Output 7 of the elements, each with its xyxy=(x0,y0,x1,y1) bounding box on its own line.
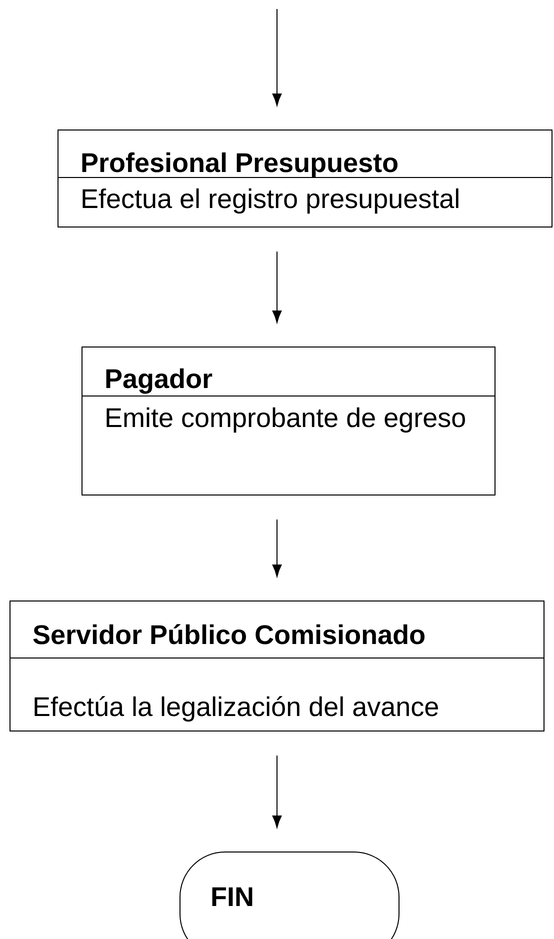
arrow xyxy=(272,755,282,828)
process-box: Servidor Público Comisionado Efectúa la legalización del avance xyxy=(10,600,544,732)
process-box: Pagador Emite comprobante de egreso xyxy=(82,346,496,496)
arrow xyxy=(272,251,282,323)
arrow xyxy=(272,519,282,577)
process-box: Profesional Presupuesto Efectua el registro presupuestal xyxy=(58,130,552,228)
arrow xyxy=(272,8,282,106)
